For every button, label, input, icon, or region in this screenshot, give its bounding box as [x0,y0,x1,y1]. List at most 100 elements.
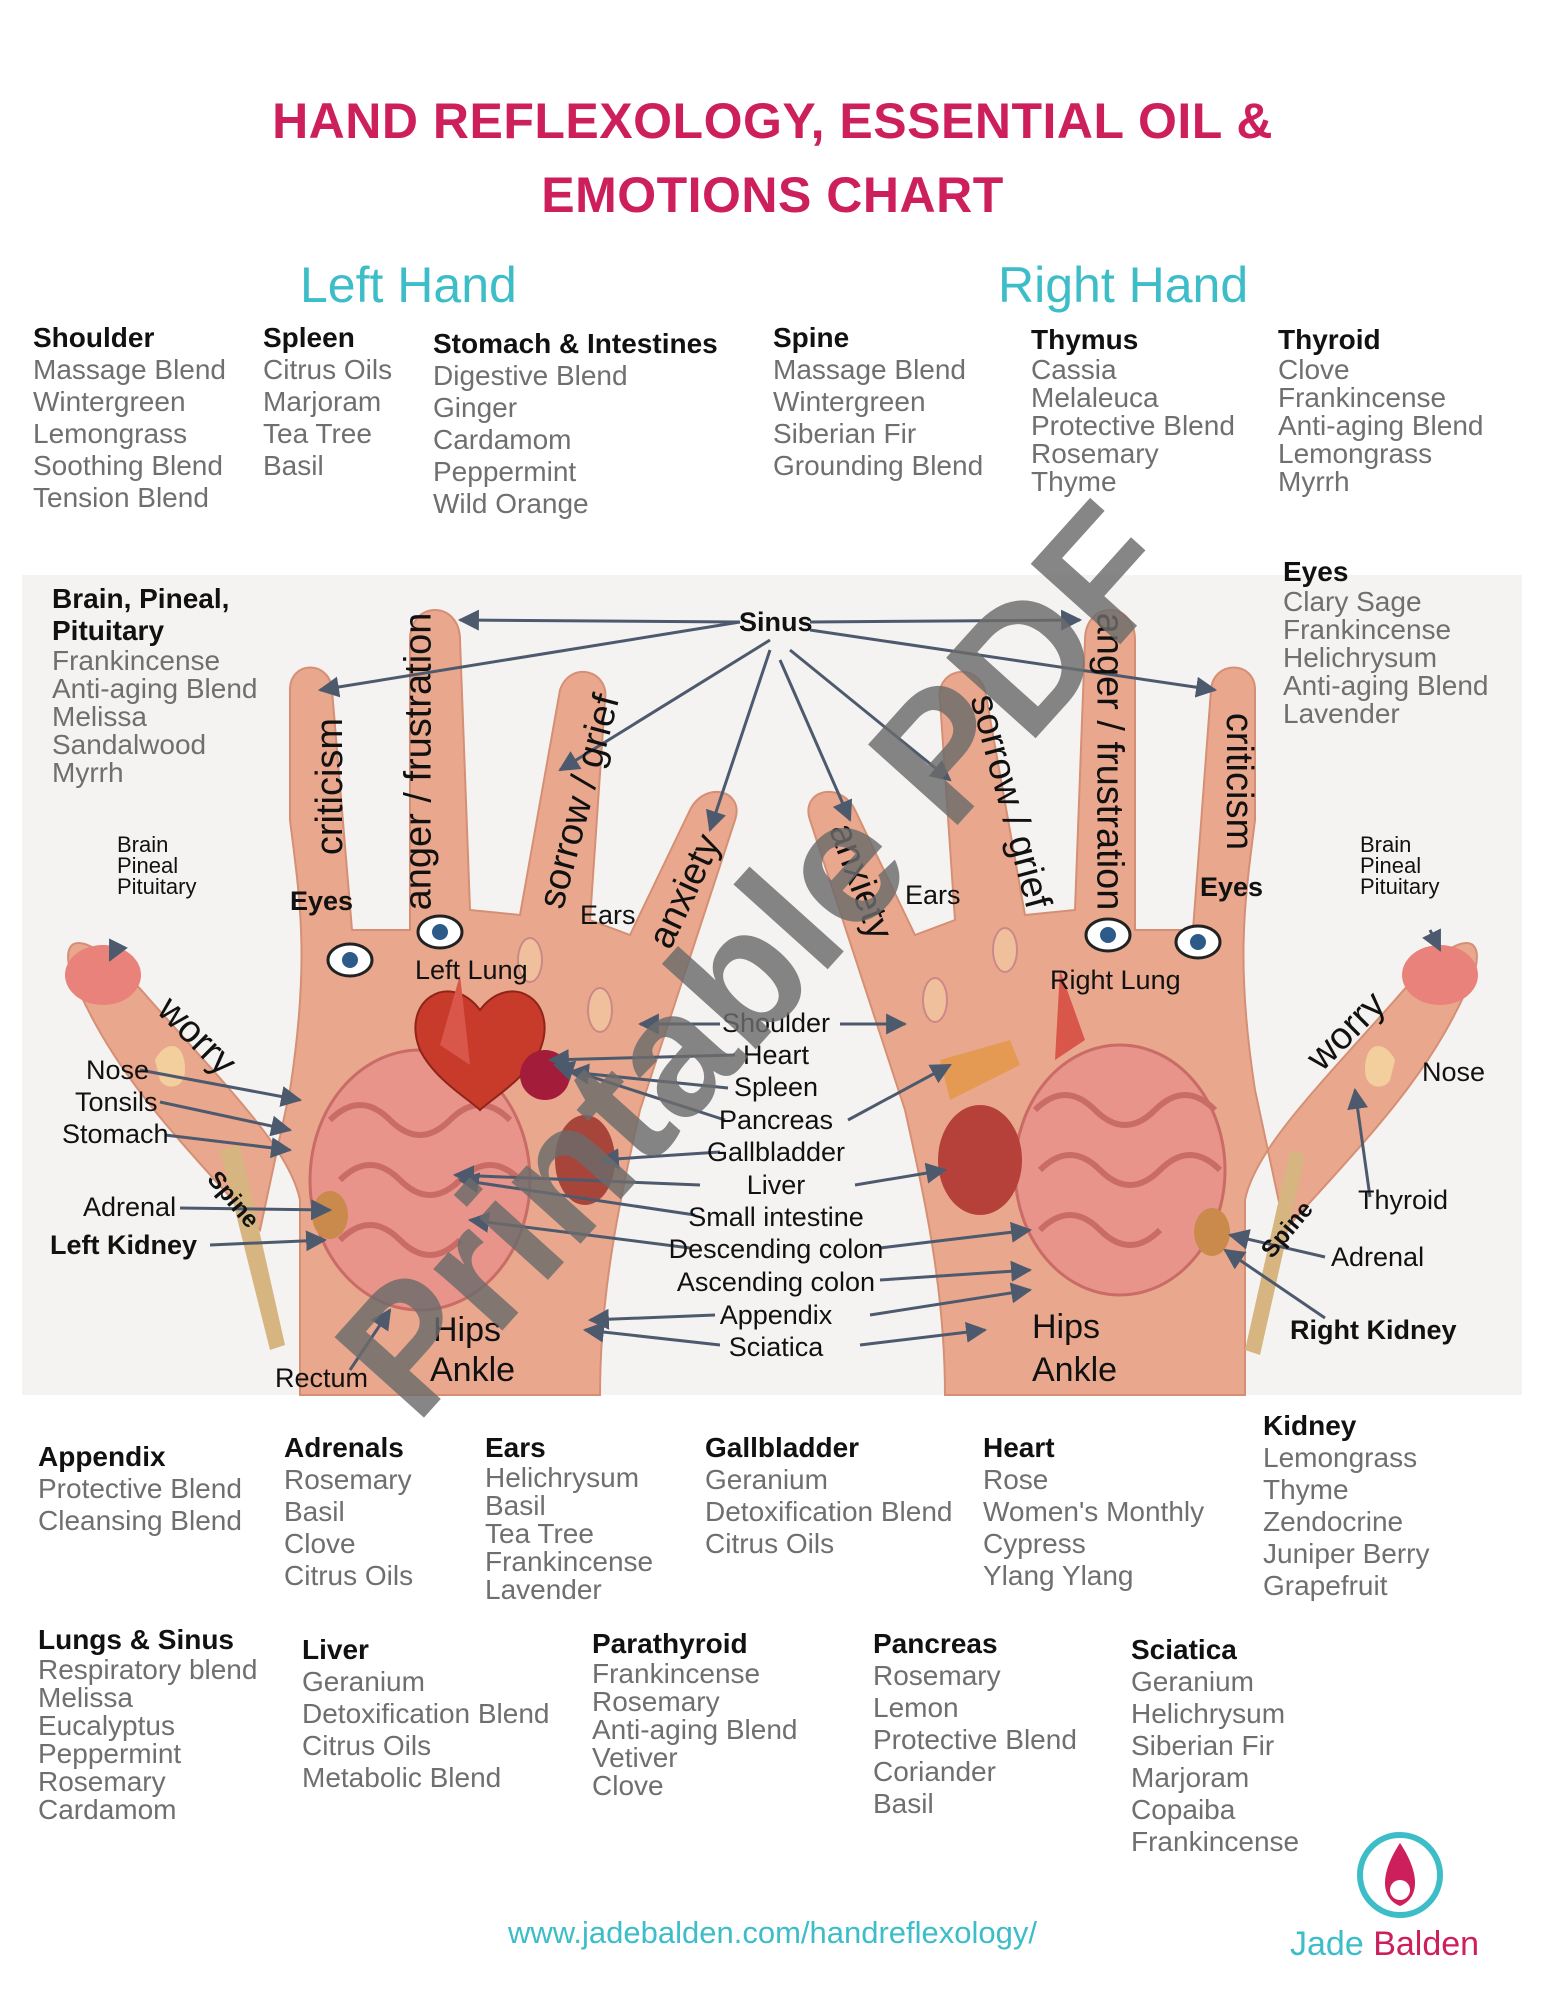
block-item: Lemongrass [33,418,188,449]
block-item: Basil [873,1788,934,1819]
block-item: Clary Sage [1283,586,1422,617]
block-heading: Spine [773,322,850,353]
left-brain-small-1: Brain [117,832,169,857]
left-tonsils-label: Tonsils [75,1087,158,1117]
label-center: Small intestine [688,1202,864,1232]
kidney-oils-block: Kidney Lemongrass Thyme Zendocrine Junip… [1263,1410,1430,1602]
block-item: Rosemary [873,1660,1001,1691]
block-heading: Parathyroid [592,1628,748,1659]
block-item: Lavender [485,1574,602,1605]
block-item: Detoxification Blend [302,1698,550,1729]
footer-url[interactable]: www.jadebalden.com/handreflexology/ [507,1915,1038,1950]
block-item: Basil [263,450,324,481]
block-item: Protective Blend [1031,410,1235,441]
block-heading: Ears [485,1432,546,1463]
left-adrenal-label: Adrenal [83,1192,177,1222]
block-item: Lemon [873,1692,959,1723]
block-item: Marjoram [1131,1762,1250,1793]
heart-oils-block: Heart Rose Women's Monthly Cypress Ylang… [983,1432,1204,1592]
block-item: Melissa [52,701,147,732]
block-heading: Adrenals [284,1432,404,1463]
block-item: Grapefruit [1263,1570,1388,1601]
block-item: Zendocrine [1263,1506,1404,1537]
block-item: Melaleuca [1031,382,1159,413]
right-ankle-label: Ankle [1032,1351,1118,1389]
block-item: Massage Blend [773,354,967,385]
right-emotion-criticism: criticism [1218,712,1261,851]
eyes-oils-block: Eyes Clary Sage Frankincense Helichrysum… [1283,556,1488,728]
block-item: Protective Blend [38,1473,242,1504]
block-heading: Gallbladder [705,1432,860,1463]
block-item: Tension Blend [33,482,209,513]
block-item: Peppermint [38,1738,182,1769]
block-item: Cardamom [433,424,572,455]
block-item: Ylang Ylang [983,1560,1134,1591]
block-heading: Spleen [263,322,355,353]
left-hand-title: Left Hand [300,257,517,313]
right-ear-icon-1 [992,927,1018,973]
left-nose-label: Nose [86,1055,150,1085]
block-heading: Pituitary [52,615,165,646]
block-item: Cleansing Blend [38,1505,242,1536]
block-item: Sandalwood [52,729,207,760]
block-item: Citrus Oils [263,354,393,385]
block-heading: Kidney [1263,1410,1357,1441]
left-stomach-label: Stomach [62,1119,169,1149]
block-item: Frankincense [592,1658,761,1689]
block-item: Anti-aging Blend [592,1714,798,1745]
right-eyes-label: Eyes [1200,872,1264,902]
jade-balden-logo-icon [1357,1832,1443,1918]
label-sinus: Sinus [739,607,813,637]
block-item: Anti-aging Blend [52,673,258,704]
thymus-oils-block: Thymus Cassia Melaleuca Protective Blend… [1031,324,1235,496]
block-item: Myrrh [1278,466,1350,497]
block-item: Myrrh [52,757,124,788]
right-brain-small-3: Pituitary [1360,874,1440,899]
block-item: Massage Blend [33,354,227,385]
block-item: Helichrysum [1283,642,1438,673]
block-heading: Pancreas [873,1628,998,1659]
right-eye-icon-2-iris [1190,934,1206,950]
label-center: Pancreas [718,1105,834,1135]
left-ear-icon-2 [587,987,613,1033]
block-item: Cypress [983,1528,1086,1559]
right-brain-small-1: Brain [1360,832,1412,857]
block-item: Siberian Fir [773,418,917,449]
block-item: Cassia [1031,354,1117,385]
right-adrenal-label: Adrenal [1331,1242,1425,1272]
logo-word-2: Balden [1373,1925,1480,1963]
left-ankle-label: Ankle [430,1351,516,1389]
right-pancreas-illustration [940,1040,1020,1100]
block-heading: Thymus [1031,324,1139,355]
block-item: Coriander [873,1756,996,1787]
label-center: Liver [746,1170,806,1200]
right-thyroid-label: Thyroid [1358,1185,1449,1215]
block-item: Respiratory blend [38,1654,258,1685]
block-item: Geranium [302,1666,425,1697]
block-item: Soothing Blend [33,450,223,481]
left-kidney-illustration [312,1191,348,1239]
block-heading: Brain, Pineal, [52,583,230,614]
shoulder-oils-block: Shoulder Massage Blend Wintergreen Lemon… [33,322,226,514]
right-hips-label: Hips [1032,1308,1101,1346]
left-brain-small-3: Pituitary [117,874,197,899]
block-item: Marjoram [263,386,382,417]
left-eye-icon-1-iris [342,952,358,968]
label-center: Sciatica [728,1332,824,1362]
right-ears-label: Ears [905,880,961,910]
block-item: Frankincense [52,645,221,676]
block-item: Digestive Blend [433,360,628,391]
block-item: Rose [983,1464,1049,1495]
left-intestines-illustration [308,1048,532,1312]
block-item: Clove [284,1528,356,1559]
block-item: Eucalyptus [38,1710,175,1741]
block-heading: Stomach & Intestines [433,328,718,359]
block-item: Protective Blend [873,1724,1077,1755]
block-item: Siberian Fir [1131,1730,1275,1761]
right-nose-illustration [1365,1046,1395,1087]
block-item: Cardamom [38,1794,177,1825]
left-brain-illustration [65,945,141,1005]
block-item: Wintergreen [33,386,186,417]
block-heading: Shoulder [33,322,155,353]
